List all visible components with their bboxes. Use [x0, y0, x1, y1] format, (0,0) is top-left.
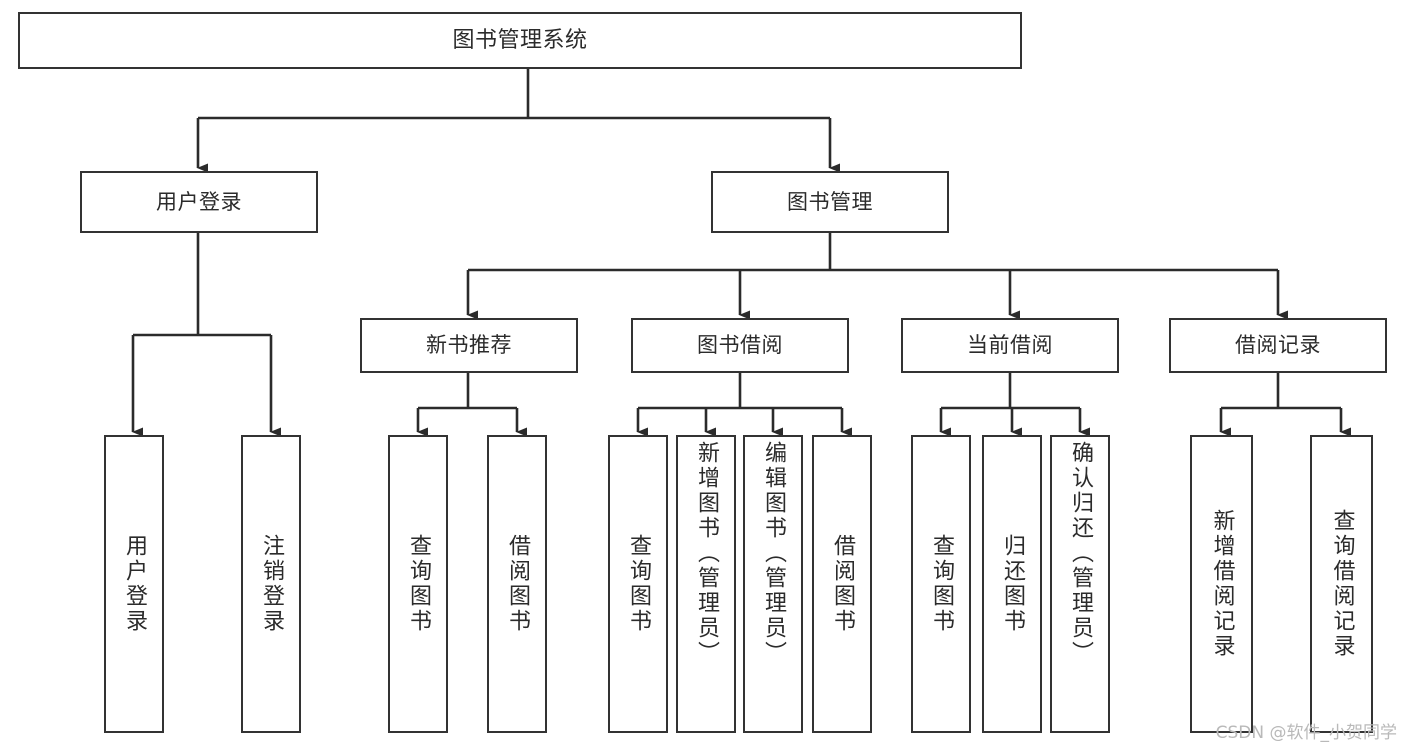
- node-label: 当前借阅: [967, 333, 1053, 358]
- node-label: 归还图书: [999, 534, 1025, 634]
- node-confirm-return-admin[interactable]: 确认归还（管理员）: [1050, 435, 1110, 733]
- node-current-borrow[interactable]: 当前借阅: [901, 318, 1119, 373]
- node-label: 图书借阅: [697, 333, 783, 358]
- node-label: 新书推荐: [426, 333, 512, 358]
- node-label: 编辑图书（管理员）: [760, 441, 786, 666]
- node-query-book-borrow[interactable]: 查询图书: [608, 435, 668, 733]
- node-return-book[interactable]: 归还图书: [982, 435, 1042, 733]
- node-add-borrow-record[interactable]: 新增借阅记录: [1190, 435, 1253, 733]
- node-label: 确认归还（管理员）: [1067, 441, 1093, 666]
- node-query-book-rec[interactable]: 查询图书: [388, 435, 448, 733]
- node-label: 图书管理: [787, 189, 873, 214]
- node-logout-leaf[interactable]: 注销登录: [241, 435, 301, 733]
- node-label: 查询图书: [928, 534, 954, 634]
- node-borrow-book-rec[interactable]: 借阅图书: [487, 435, 547, 733]
- node-label: 用户登录: [156, 189, 242, 214]
- node-add-book-admin[interactable]: 新增图书（管理员）: [676, 435, 736, 733]
- node-label: 查询图书: [405, 534, 431, 634]
- node-book-borrow[interactable]: 图书借阅: [631, 318, 849, 373]
- node-borrow-record[interactable]: 借阅记录: [1169, 318, 1387, 373]
- node-label: 注销登录: [258, 534, 284, 634]
- node-user-login-leaf[interactable]: 用户登录: [104, 435, 164, 733]
- node-label: 新增借阅记录: [1209, 509, 1235, 659]
- node-label: 借阅记录: [1235, 333, 1321, 358]
- node-root-book-management-system[interactable]: 图书管理系统: [18, 12, 1022, 69]
- node-user-login[interactable]: 用户登录: [80, 171, 318, 233]
- node-new-book-recommend[interactable]: 新书推荐: [360, 318, 578, 373]
- node-label: 新增图书（管理员）: [693, 441, 719, 666]
- node-book-manage[interactable]: 图书管理: [711, 171, 949, 233]
- node-label: 用户登录: [121, 534, 147, 634]
- node-borrow-book-borrow[interactable]: 借阅图书: [812, 435, 872, 733]
- node-edit-book-admin[interactable]: 编辑图书（管理员）: [743, 435, 803, 733]
- node-query-book-current[interactable]: 查询图书: [911, 435, 971, 733]
- node-label: 借阅图书: [829, 534, 855, 634]
- connector-group: [131, 69, 1351, 437]
- node-label: 查询借阅记录: [1329, 509, 1355, 659]
- node-label: 查询图书: [625, 534, 651, 634]
- node-query-borrow-record[interactable]: 查询借阅记录: [1310, 435, 1373, 733]
- node-label: 借阅图书: [504, 534, 530, 634]
- node-label: 图书管理系统: [452, 27, 588, 53]
